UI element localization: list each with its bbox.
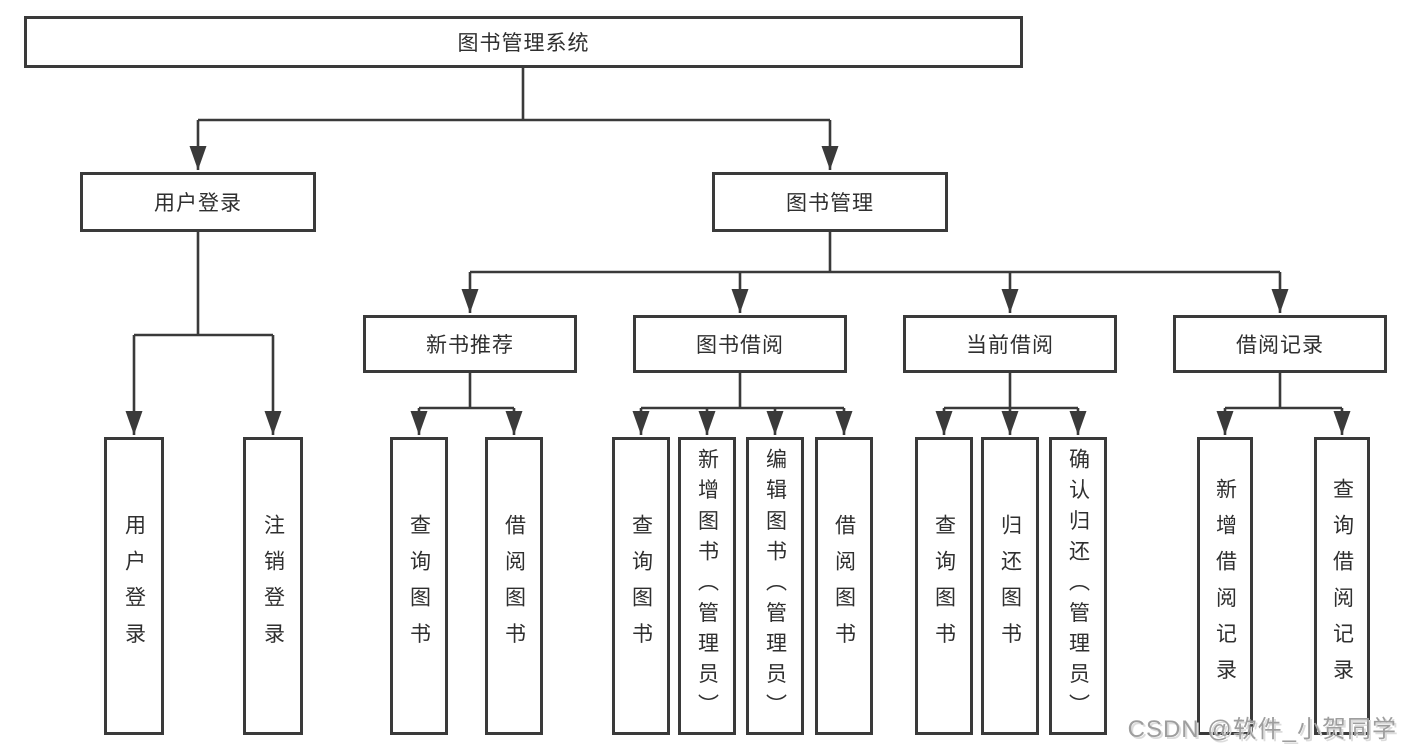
- node-borrow-records: 借阅记录: [1173, 315, 1387, 373]
- leaf-add-borrow-record-label: 新增借阅记录: [1213, 477, 1237, 695]
- node-root: 图书管理系统: [24, 16, 1023, 68]
- leaf-edit-book-admin: 编辑图书（管理员）: [746, 437, 804, 735]
- node-root-label: 图书管理系统: [457, 32, 590, 55]
- node-new-book-recommend: 新书推荐: [363, 315, 577, 373]
- leaf-borrow-books-recommend: 借阅图书: [485, 437, 543, 735]
- leaf-borrow-books: 借阅图书: [815, 437, 873, 735]
- node-book-management: 图书管理: [712, 172, 948, 232]
- node-current-borrow: 当前借阅: [903, 315, 1117, 373]
- leaf-query-books-current: 查询图书: [915, 437, 973, 735]
- watermark-text: CSDN @软件_小贺同学: [1127, 716, 1397, 743]
- leaf-add-book-admin: 新增图书（管理员）: [678, 437, 736, 735]
- leaf-user-login-label: 用户登录: [122, 513, 146, 659]
- leaf-query-borrow-record: 查询借阅记录: [1314, 437, 1370, 735]
- leaf-edit-book-admin-label: 编辑图书（管理员）: [763, 448, 787, 724]
- leaf-query-books-recommend-label: 查询图书: [407, 513, 431, 659]
- node-new-book-recommend-label: 新书推荐: [426, 334, 514, 357]
- node-current-borrow-label: 当前借阅: [966, 334, 1054, 357]
- leaf-add-borrow-record: 新增借阅记录: [1197, 437, 1253, 735]
- node-book-borrow-label: 图书借阅: [696, 334, 784, 357]
- node-user-login: 用户登录: [80, 172, 316, 232]
- leaf-borrow-books-label: 借阅图书: [832, 513, 856, 659]
- leaf-query-books-borrow-label: 查询图书: [629, 513, 653, 659]
- leaf-query-books-recommend: 查询图书: [390, 437, 448, 735]
- watermark: CSDN @软件_小贺同学: [1128, 709, 1397, 744]
- leaf-logout: 注销登录: [243, 437, 303, 735]
- leaf-query-books-current-label: 查询图书: [932, 513, 956, 659]
- leaf-confirm-return-admin: 确认归还（管理员）: [1049, 437, 1107, 735]
- leaf-confirm-return-admin-label: 确认归还（管理员）: [1066, 448, 1090, 724]
- node-book-management-label: 图书管理: [786, 192, 874, 215]
- leaf-query-borrow-record-label: 查询借阅记录: [1330, 477, 1354, 695]
- leaf-logout-label: 注销登录: [261, 513, 285, 659]
- leaf-return-book-label: 归还图书: [998, 513, 1022, 659]
- node-user-login-label: 用户登录: [154, 192, 242, 215]
- leaf-borrow-books-recommend-label: 借阅图书: [502, 513, 526, 659]
- leaf-return-book: 归还图书: [981, 437, 1039, 735]
- leaf-add-book-admin-label: 新增图书（管理员）: [695, 448, 719, 724]
- leaf-query-books-borrow: 查询图书: [612, 437, 670, 735]
- node-borrow-records-label: 借阅记录: [1236, 334, 1324, 357]
- node-book-borrow: 图书借阅: [633, 315, 847, 373]
- leaf-user-login: 用户登录: [104, 437, 164, 735]
